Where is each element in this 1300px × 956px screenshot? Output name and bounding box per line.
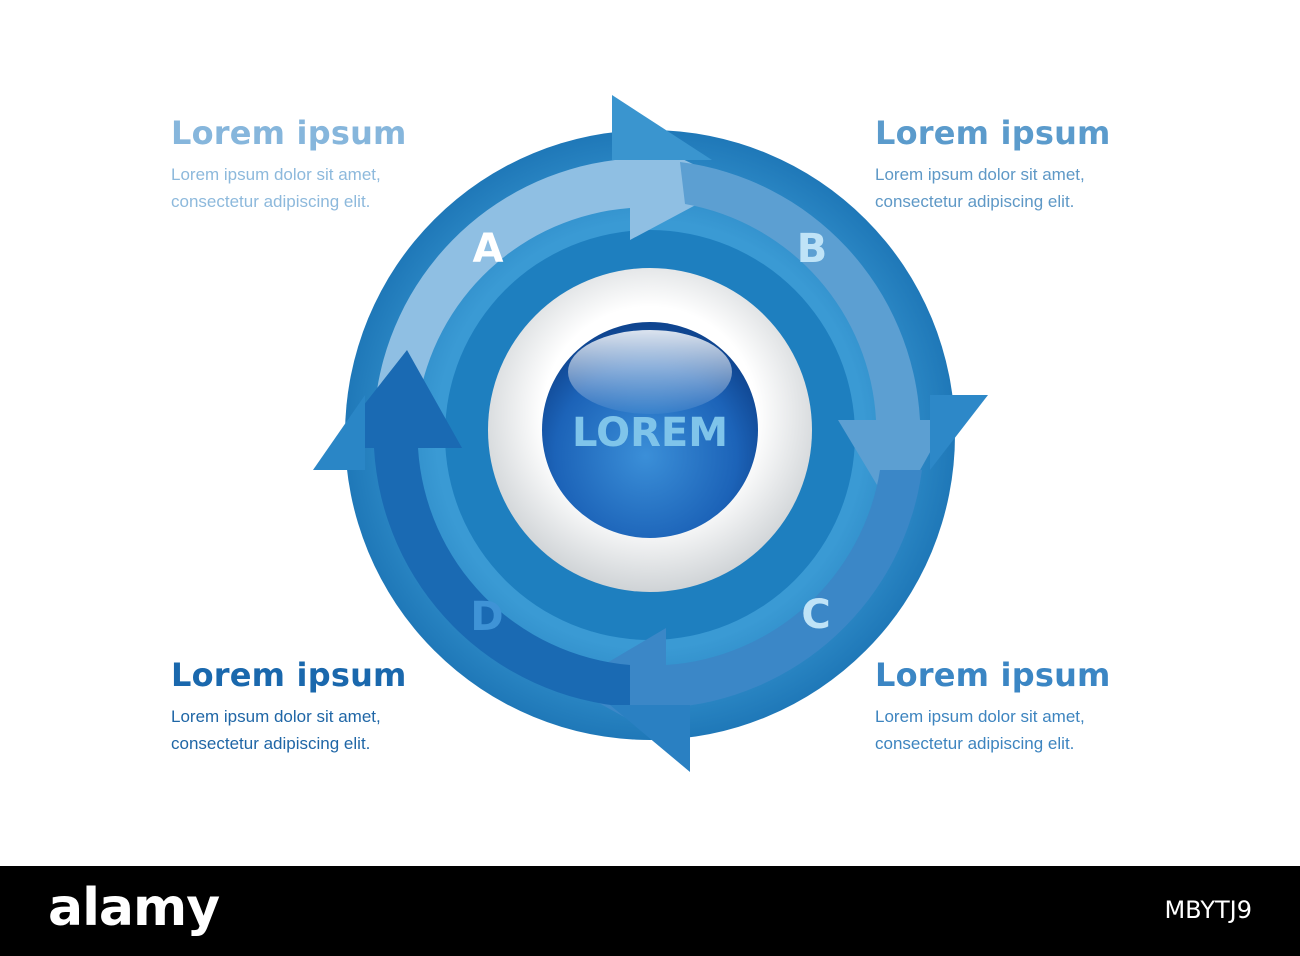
infographic-canvas: LOREM A B C D Lorem ipsum Lorem ipsum do… [171,95,1195,772]
segment-letter-c: C [801,592,830,638]
segment-d-arrow [330,350,630,707]
step-a-block: Lorem ipsum Lorem ipsum dolor sit amet,c… [171,113,491,215]
step-a-text: Lorem ipsum dolor sit amet,consectetur a… [171,165,381,211]
segment-letter-b: B [797,226,828,272]
sphere-shine [568,330,732,414]
watermark-footer: alamy MBYTJ9 [0,866,1300,956]
step-c-title: Lorem ipsum [875,656,1111,694]
image-code: MBYTJ9 [1164,896,1252,924]
step-c-text: Lorem ipsum dolor sit amet,consectetur a… [875,707,1085,753]
segment-a-arrow [375,127,735,405]
step-a-title: Lorem ipsum [171,114,407,152]
segment-letter-d: D [470,594,503,640]
center-label: LOREM [572,410,728,456]
segment-b-arrow [680,162,948,515]
segment-c-arrow [568,470,922,740]
step-b-title: Lorem ipsum [875,114,1111,152]
brand-logo: alamy [48,878,220,938]
step-d-title: Lorem ipsum [171,656,407,694]
arrowhead-b [930,395,988,470]
step-d-block: Lorem ipsum Lorem ipsum dolor sit amet,c… [171,655,491,757]
step-b-text: Lorem ipsum dolor sit amet,consectetur a… [875,165,1085,211]
step-d-text: Lorem ipsum dolor sit amet,consectetur a… [171,707,381,753]
cycle-diagram: LOREM A B C D [313,95,988,772]
arrowhead-d [313,395,365,470]
segment-letter-a: A [473,226,504,272]
step-c-block: Lorem ipsum Lorem ipsum dolor sit amet,c… [875,655,1195,757]
arrowhead-c [610,705,690,772]
arrowhead-a [612,95,712,160]
step-b-block: Lorem ipsum Lorem ipsum dolor sit amet,c… [875,113,1195,215]
